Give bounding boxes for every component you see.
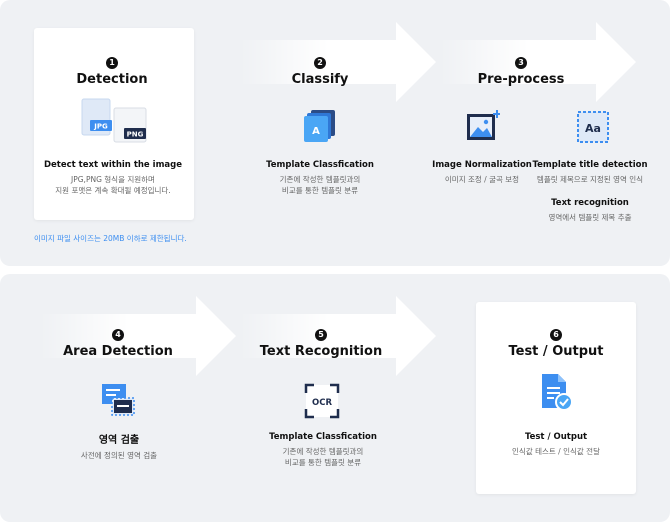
text-recognition-item: Template Classfication 기존에 작성한 템플릿과의 비교를… bbox=[248, 432, 398, 468]
step-preprocess: 3 Pre-process bbox=[431, 50, 611, 87]
text-recognition-desc-line1: 기존에 작성한 템플릿과의 bbox=[282, 447, 364, 456]
detection-item: Detect text within the image JPG,PNG 형식을… bbox=[38, 160, 188, 196]
text-recognition-subtitle: Text recognition bbox=[551, 198, 629, 208]
step-area-detection: 4 Area Detection bbox=[28, 322, 208, 359]
step-title: Area Detection bbox=[63, 344, 173, 359]
text-recognition-desc-line2: 비교를 통한 템플릿 분류 bbox=[284, 458, 362, 467]
arrow-preprocess bbox=[440, 22, 636, 102]
normalization-desc: 이미지 조정 / 굴곡 보정 bbox=[444, 175, 520, 184]
detection-desc-line2: 지원 포맷은 계속 확대될 예정입니다. bbox=[55, 186, 171, 195]
step-title: Pre-process bbox=[477, 72, 565, 87]
step-title: Classify bbox=[291, 72, 349, 87]
arrow-area-detection bbox=[40, 296, 236, 376]
normalization-title: Image Normalization bbox=[432, 160, 532, 170]
step-title: Test / Output bbox=[508, 344, 604, 359]
title-detection-letters: Aa bbox=[585, 122, 601, 135]
ocr-label: OCR bbox=[312, 398, 332, 408]
text-recognition-subdesc: 영역에서 템플릿 제목 추출 bbox=[548, 213, 632, 222]
classify-desc-line1: 기존에 작성한 템플릿과의 bbox=[279, 175, 361, 184]
area-detection-item: 영역 검출 사전에 정의된 영역 검출 bbox=[44, 431, 194, 461]
image-normalization-icon bbox=[467, 110, 500, 140]
title-detection-title: Template title detection bbox=[532, 160, 648, 170]
step-classify: 2 Classify bbox=[230, 50, 410, 87]
classify-item-title: Template Classfication bbox=[266, 160, 374, 170]
step-number-badge: 4 bbox=[112, 329, 124, 341]
step-number-badge: 3 bbox=[515, 57, 527, 69]
step-number-badge: 2 bbox=[314, 57, 326, 69]
jpg-label: JPG bbox=[93, 123, 108, 131]
step-text-recognition: 5 Text Recognition bbox=[231, 322, 411, 359]
title-detection-desc: 템플릿 제목으로 지정된 영역 인식 bbox=[536, 175, 644, 184]
area-detection-icon bbox=[102, 384, 135, 416]
template-stack-icon: A bbox=[304, 110, 335, 142]
text-recognition-subitem: Text recognition 영역에서 템플릿 제목 추출 bbox=[515, 198, 665, 223]
normalization-item: Image Normalization 이미지 조정 / 굴곡 보정 bbox=[407, 160, 557, 185]
classify-item: Template Classfication 기존에 작성한 템플릿과의 비교를… bbox=[245, 160, 395, 196]
output-item: Test / Output 인식값 테스트 / 인식값 전달 bbox=[481, 432, 631, 457]
title-detection-icon: Aa bbox=[577, 111, 609, 143]
step-number-badge: 6 bbox=[550, 329, 562, 341]
title-detection-item: Template title detection 템플릿 제목으로 지정된 영역… bbox=[515, 160, 665, 185]
arrow-text-recognition bbox=[240, 296, 436, 376]
image-files-icon: JPG PNG bbox=[81, 98, 147, 143]
file-size-note: 이미지 파일 사이즈는 20MB 이하로 제한됩니다. bbox=[34, 234, 187, 243]
text-recognition-item-title: Template Classfication bbox=[269, 432, 377, 442]
document-check-icon bbox=[542, 374, 573, 411]
step-number-badge: 1 bbox=[106, 57, 118, 69]
step-detection: 1 Detection bbox=[22, 50, 202, 87]
output-desc: 인식값 테스트 / 인식값 전달 bbox=[512, 447, 600, 456]
classify-desc-line2: 비교를 통한 템플릿 분류 bbox=[281, 186, 359, 195]
detection-desc-line1: JPG,PNG 형식을 지원하며 bbox=[71, 175, 155, 184]
template-letter: A bbox=[312, 126, 320, 137]
step-test-output: 6 Test / Output bbox=[466, 322, 646, 359]
area-detection-desc: 사전에 정의된 영역 검출 bbox=[80, 451, 158, 460]
step-title: Detection bbox=[76, 72, 148, 87]
png-label: PNG bbox=[127, 131, 144, 139]
step-title: Text Recognition bbox=[259, 344, 383, 359]
detection-item-title: Detect text within the image bbox=[43, 160, 183, 170]
arrow-classify bbox=[240, 22, 436, 102]
step-number-badge: 5 bbox=[315, 329, 327, 341]
area-detection-title: 영역 검출 bbox=[98, 435, 140, 446]
output-item-title: Test / Output bbox=[524, 432, 588, 442]
ocr-icon: OCR bbox=[304, 383, 340, 419]
